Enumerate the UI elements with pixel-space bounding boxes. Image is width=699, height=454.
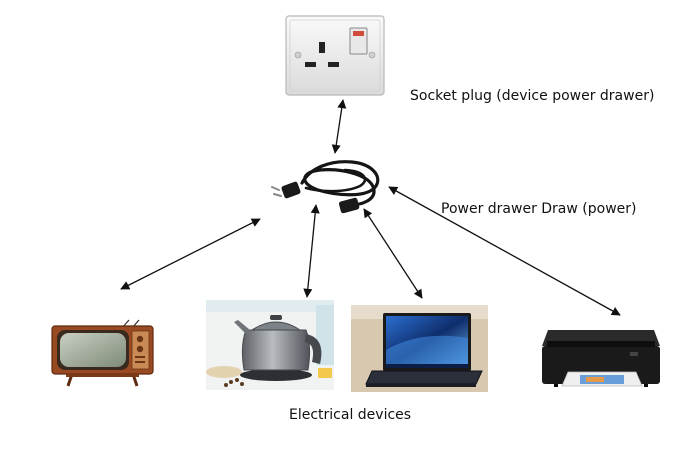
devices-label: Electrical devices: [289, 407, 412, 423]
power-cord-icon: [271, 160, 380, 214]
arrow-cord-tv: [120, 218, 261, 290]
connections: [120, 99, 621, 316]
tv-icon: [51, 319, 154, 387]
kettle-icon: [206, 300, 334, 390]
wall-socket-icon: [285, 15, 385, 96]
arrow-socket-cord: [331, 99, 347, 154]
power-drawer-label: Power drawer Draw (power): [441, 201, 637, 217]
socket-label: Socket plug (device power drawer): [410, 88, 655, 104]
arrow-cord-laptop: [363, 208, 423, 299]
laptop-icon: [351, 305, 488, 392]
arrow-cord-kettle: [303, 204, 320, 298]
printer-icon: [542, 330, 660, 387]
arrow-cord-printer: [388, 186, 621, 316]
